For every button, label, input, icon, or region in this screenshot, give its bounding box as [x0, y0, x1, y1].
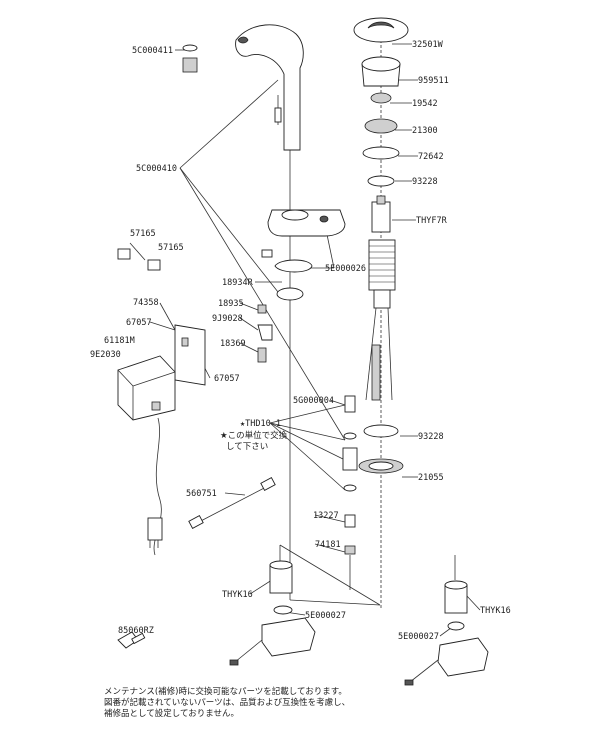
flex-hose	[371, 344, 381, 401]
spout-connector	[274, 107, 282, 123]
bracket-74358	[174, 324, 206, 386]
valve-unit-thd10	[342, 447, 358, 471]
label-thyk16-right: THYK16	[480, 606, 511, 616]
sensor-window	[237, 36, 249, 44]
label-5e000026: 5E000026	[325, 264, 366, 274]
label-18934r: 18934R	[222, 278, 254, 288]
threaded-body	[368, 239, 396, 291]
label-5c000410: 5C000410	[136, 164, 177, 174]
ring-93228-lower	[363, 424, 399, 438]
part-74181	[344, 545, 356, 555]
washer-18934r	[276, 287, 304, 301]
label-5e000027-left: 5E000027	[305, 611, 346, 621]
part-13227	[344, 514, 356, 528]
label-74358: 74358	[133, 298, 159, 308]
label-57165-b: 57165	[158, 243, 184, 253]
maintenance-note: メンテナンス(補修)時に交換可能なパーツを記載しております。 図番が記載されてい…	[104, 687, 544, 720]
label-93228-lower: 93228	[418, 432, 444, 442]
label-21300: 21300	[412, 126, 438, 136]
label-9e2030: 9E2030	[90, 350, 121, 360]
label-18935: 18935	[218, 299, 244, 309]
label-5c000411: 5C000411	[132, 46, 173, 56]
part-9j9028	[257, 324, 273, 341]
note-line-3: 補修品として設定しておりません。	[104, 709, 239, 719]
valve-body-left	[261, 617, 316, 657]
label-74181: 74181	[315, 540, 341, 550]
note-please: して下さい	[226, 442, 268, 452]
ring-93228-upper	[367, 175, 395, 187]
part-5g000004	[344, 395, 356, 413]
label-thyf7r: THYF7R	[416, 216, 448, 226]
label-61181m: 61181M	[104, 336, 135, 346]
part-labels: 32501W 959511 19542 21300 72642 93228 TH…	[90, 40, 511, 642]
label-18369: 18369	[220, 339, 246, 349]
label-72642: 72642	[418, 152, 444, 162]
clip-57165-a	[117, 248, 131, 260]
label-67057-b: 67057	[214, 374, 240, 384]
cartridge-thyf7r	[371, 201, 391, 233]
label-93228-upper: 93228	[412, 177, 438, 187]
label-13227: 13227	[313, 511, 339, 521]
handle-cap	[353, 17, 409, 43]
valve-body-right	[437, 637, 489, 677]
ring-72642	[362, 146, 400, 160]
label-32501w: 32501W	[412, 40, 444, 50]
gasket-5e000026	[274, 259, 313, 273]
part-18369	[257, 347, 267, 363]
label-9j9028: 9J9028	[212, 314, 243, 324]
control-box	[117, 355, 176, 421]
label-thyk16-left: THYK16	[222, 590, 253, 600]
label-560751: 560751	[186, 489, 217, 499]
label-67057-a: 67057	[126, 318, 152, 328]
label-5e000027-right: 5E000027	[398, 632, 439, 642]
label-57165-a: 57165	[130, 229, 156, 239]
note-exchange-unit: ★この単位で交換	[220, 430, 288, 441]
label-85060rz: 85060RZ	[118, 626, 154, 636]
note-line-1: メンテナンス(補修)時に交換可能なパーツを記載しております。	[104, 687, 347, 697]
clip-57165-b	[147, 259, 161, 271]
label-5g000004: 5G000004	[293, 396, 334, 406]
part-18935	[257, 304, 267, 314]
aerator-body	[182, 57, 198, 73]
spout-body	[235, 24, 304, 151]
aerator-ring	[182, 44, 198, 52]
clip-connector	[261, 249, 273, 258]
label-19542: 19542	[412, 99, 438, 109]
nut-19542	[370, 92, 392, 104]
plug	[147, 517, 163, 541]
sensor-cable	[194, 484, 271, 525]
note-line-2: 図番が記載されていないパーツは、品質および互換性を考慮し、	[104, 698, 351, 708]
parts	[117, 17, 489, 686]
label-21055: 21055	[418, 473, 444, 483]
nut-21300	[364, 118, 398, 134]
label-thd10-1: ★THD10-1	[240, 419, 281, 429]
label-959511: 959511	[418, 76, 449, 86]
